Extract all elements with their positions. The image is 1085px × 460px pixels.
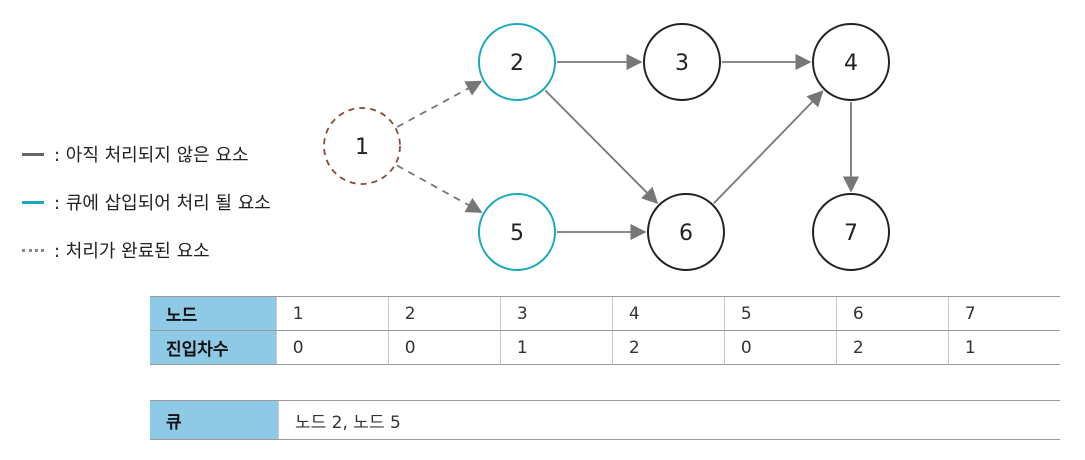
queue-table: 큐 노드 2, 노드 5	[150, 400, 1060, 440]
row-header-queue: 큐	[150, 400, 279, 440]
node-circle	[812, 23, 890, 101]
indegree-cell: 0	[723, 330, 837, 365]
node-cell: 2	[387, 296, 501, 331]
node-label: 2	[510, 51, 524, 76]
legend-label-done: : 처리가 완료된 요소	[54, 241, 210, 262]
graph-diagram: 1 2 3 4 5 6 7	[323, 23, 890, 271]
indegree-cell: 0	[275, 330, 389, 365]
node-label: 5	[510, 221, 524, 246]
table-row: 큐 노드 2, 노드 5	[150, 400, 1060, 440]
edge-1-2	[396, 80, 483, 128]
node-6: 6	[647, 193, 725, 271]
node-7: 7	[812, 193, 890, 271]
node-circle	[478, 23, 556, 101]
indegree-table: 노드 1 2 3 4 5 6 7 진입차수 0 0 1 2 0 2 1	[150, 296, 1060, 365]
node-cell: 6	[835, 296, 949, 331]
edge-1-5	[396, 164, 483, 213]
legend-swatch-queued	[22, 200, 44, 204]
node-label: 6	[679, 221, 693, 246]
node-label: 4	[844, 51, 858, 76]
node-circle	[643, 23, 721, 101]
indegree-cell: 1	[947, 330, 1060, 365]
row-header-node: 노드	[150, 296, 277, 331]
node-cell: 1	[275, 296, 389, 331]
edge-6-4	[713, 90, 824, 204]
node-label: 7	[844, 221, 858, 246]
node-2: 2	[478, 23, 556, 101]
node-circle	[812, 193, 890, 271]
legend-label-unprocessed: : 아직 처리되지 않은 요소	[54, 145, 249, 166]
legend-done: : 처리가 완료된 요소	[22, 237, 210, 263]
legend-unprocessed: : 아직 처리되지 않은 요소	[22, 141, 249, 167]
node-3: 3	[643, 23, 721, 101]
node-label: 3	[675, 51, 689, 76]
row-header-indegree: 진입차수	[150, 330, 277, 365]
node-circle	[323, 107, 401, 185]
node-5: 5	[478, 193, 556, 271]
node-4: 4	[812, 23, 890, 101]
node-circle	[647, 193, 725, 271]
legend-queued: : 큐에 삽입되어 처리 될 요소	[22, 189, 271, 215]
indegree-cell: 0	[387, 330, 501, 365]
indegree-cell: 2	[835, 330, 949, 365]
node-cell: 4	[611, 296, 725, 331]
legend-swatch-unprocessed	[22, 152, 44, 156]
node-label: 1	[355, 135, 369, 160]
legend-label-queued: : 큐에 삽입되어 처리 될 요소	[54, 193, 271, 214]
legend-swatch-done	[22, 248, 44, 252]
node-1: 1	[323, 107, 401, 185]
queue-contents: 노드 2, 노드 5	[278, 400, 1060, 440]
node-cell: 5	[723, 296, 837, 331]
node-cell: 7	[947, 296, 1060, 331]
indegree-cell: 1	[499, 330, 613, 365]
indegree-cell: 2	[611, 330, 725, 365]
edge-2-6	[544, 89, 659, 205]
table-row: 노드 1 2 3 4 5 6 7	[150, 296, 1060, 331]
node-cell: 3	[499, 296, 613, 331]
table-row: 진입차수 0 0 1 2 0 2 1	[150, 330, 1060, 365]
node-circle	[478, 193, 556, 271]
